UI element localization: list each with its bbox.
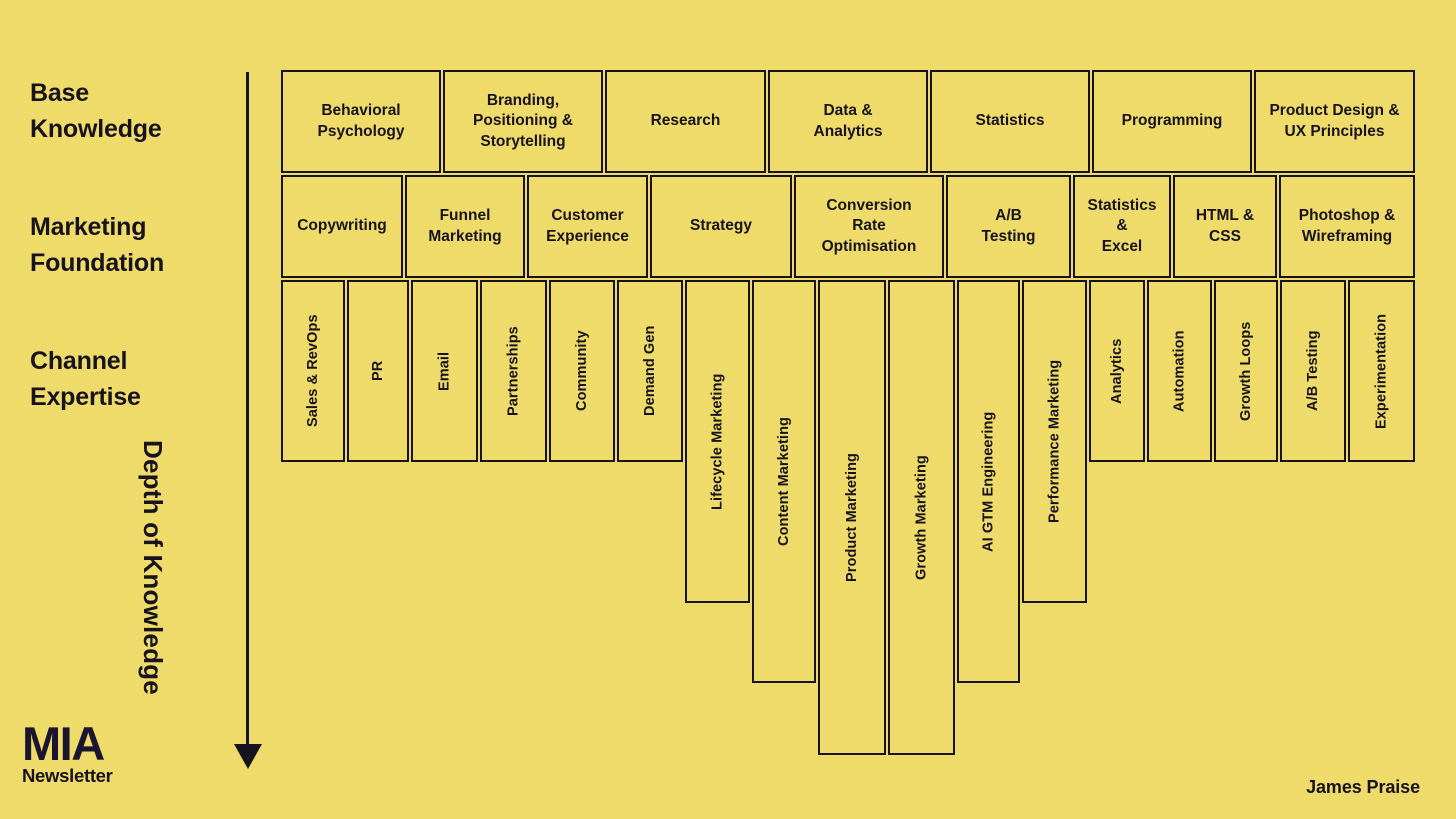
brand-subtitle: Newsletter [22, 765, 113, 787]
down-arrow-icon [234, 744, 262, 769]
skill-box-growth-marketing: Growth Marketing [888, 280, 955, 755]
skill-box-product-design-and-ux-principles: Product Design & UX Principles [1254, 70, 1415, 173]
brand-mark: MIA [22, 717, 105, 770]
skill-box-strategy: Strategy [650, 175, 792, 278]
skill-box-pr: PR [347, 280, 409, 462]
skill-box-email: Email [411, 280, 478, 462]
skill-box-a-b-testing: A/B Testing [946, 175, 1071, 278]
skill-box-performance-marketing: Performance Marketing [1022, 280, 1087, 603]
skill-box-demand-gen: Demand Gen [617, 280, 683, 462]
skill-box-growth-loops: Growth Loops [1214, 280, 1278, 462]
skill-box-conversion-rate-optimisation: Conversion Rate Optimisation [794, 175, 944, 278]
tier-label-channel-expertise: Channel Expertise [30, 347, 141, 411]
skill-box-a-b-testing: A/B Testing [1280, 280, 1346, 462]
skill-box-branding-positioning-and-storytelling: Branding, Positioning & Storytelling [443, 70, 603, 173]
skill-box-lifecycle-marketing: Lifecycle Marketing [685, 280, 750, 603]
skill-box-statistics: Statistics [930, 70, 1090, 173]
skill-box-research: Research [605, 70, 766, 173]
skill-box-funnel-marketing: Funnel Marketing [405, 175, 525, 278]
skill-box-sales-and-revops: Sales & RevOps [281, 280, 345, 462]
skill-box-partnerships: Partnerships [480, 280, 547, 462]
author-byline: James Praise [1306, 777, 1420, 797]
depth-axis-line [246, 72, 249, 757]
skill-box-content-marketing: Content Marketing [752, 280, 816, 683]
skill-box-statistics-and-excel: Statistics & Excel [1073, 175, 1171, 278]
skill-box-behavioral-psychology: Behavioral Psychology [281, 70, 441, 173]
brand-logo: MIA Newsletter [22, 717, 113, 787]
skill-box-analytics: Analytics [1089, 280, 1145, 462]
skill-box-community: Community [549, 280, 615, 462]
tier-label-base-knowledge: Base Knowledge [30, 79, 162, 143]
tier-label-marketing-foundation: Marketing Foundation [30, 213, 165, 277]
skill-box-customer-experience: Customer Experience [527, 175, 648, 278]
skill-box-data-and-analytics: Data & Analytics [768, 70, 928, 173]
skill-box-automation: Automation [1147, 280, 1212, 462]
skill-box-html-and-css: HTML & CSS [1173, 175, 1277, 278]
skill-box-programming: Programming [1092, 70, 1252, 173]
skill-box-photoshop-and-wireframing: Photoshop & Wireframing [1279, 175, 1415, 278]
skill-box-ai-gtm-engineering: AI GTM Engineering [957, 280, 1020, 683]
skill-box-experimentation: Experimentation [1348, 280, 1415, 462]
depth-axis-caption: Depth of Knowledge [138, 440, 168, 695]
skill-box-copywriting: Copywriting [281, 175, 403, 278]
skill-box-product-marketing: Product Marketing [818, 280, 886, 755]
